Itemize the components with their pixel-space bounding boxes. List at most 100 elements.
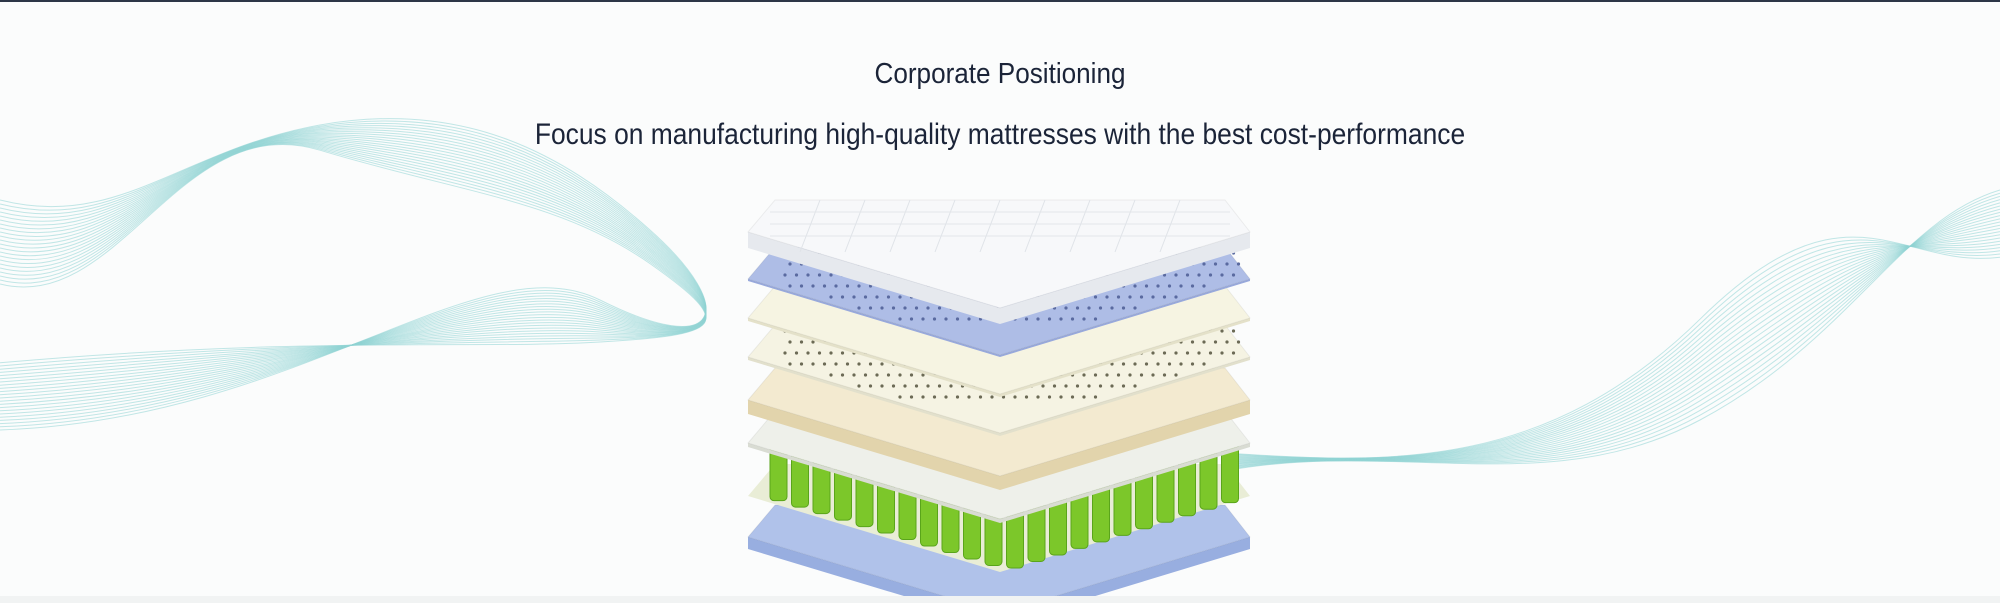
- perforation: [1162, 351, 1167, 355]
- perforation: [1139, 373, 1144, 377]
- perforation: [898, 295, 902, 299]
- perforation: [1047, 395, 1052, 399]
- perforation: [891, 306, 896, 310]
- perforation: [1128, 295, 1132, 299]
- perforation: [868, 384, 873, 388]
- perforation: [822, 284, 827, 288]
- perforation: [898, 317, 902, 321]
- perforation: [1093, 295, 1098, 299]
- perforation: [1208, 351, 1213, 355]
- section-subtitle: Focus on manufacturing high-quality matt…: [534, 118, 1466, 151]
- perforation: [1070, 317, 1075, 321]
- perforation: [829, 351, 833, 355]
- perforation: [868, 306, 873, 310]
- perforation: [1156, 284, 1160, 288]
- perforation: [1024, 395, 1029, 399]
- perforation: [822, 362, 827, 366]
- wave-line-left: [0, 143, 707, 367]
- perforation: [955, 395, 960, 399]
- perforation: [921, 395, 925, 399]
- perforation: [1236, 340, 1241, 344]
- perforation: [1059, 395, 1063, 399]
- perforation: [1151, 373, 1155, 377]
- perforation: [898, 373, 902, 377]
- perforation: [1105, 373, 1109, 377]
- perforation: [1231, 273, 1236, 277]
- perforation: [817, 351, 822, 355]
- perforation: [840, 351, 845, 355]
- perforation: [955, 317, 960, 321]
- perforation: [799, 362, 804, 366]
- perforation: [852, 295, 856, 299]
- bottom-border: [0, 596, 2000, 603]
- perforation: [1093, 395, 1098, 399]
- perforation: [944, 395, 948, 399]
- blue-base-layer-side: [748, 537, 1250, 603]
- perforation: [829, 373, 833, 377]
- perforation: [1121, 384, 1126, 388]
- perforation: [1036, 395, 1040, 399]
- perforation: [1059, 317, 1063, 321]
- perforation: [863, 373, 868, 377]
- perforation: [1174, 373, 1178, 377]
- perforation: [1047, 317, 1052, 321]
- perforation: [880, 384, 884, 388]
- perforation: [1133, 362, 1137, 366]
- perforation: [811, 284, 815, 288]
- perforation: [1202, 284, 1206, 288]
- perforation: [829, 295, 833, 299]
- perforation: [1013, 395, 1017, 399]
- perforation: [1185, 351, 1190, 355]
- perforation: [1151, 351, 1155, 355]
- perforation: [949, 384, 953, 388]
- perforation: [914, 306, 919, 310]
- perforation: [1082, 395, 1086, 399]
- wave-line-left: [0, 144, 707, 364]
- perforation: [1179, 284, 1183, 288]
- perforation: [1110, 384, 1114, 388]
- perforation: [886, 295, 891, 299]
- quilt-seam: [934, 199, 956, 253]
- perforation: [1116, 295, 1121, 299]
- perforation: [875, 373, 879, 377]
- section-title: Corporate Positioning: [874, 58, 1126, 90]
- perforation: [806, 351, 810, 355]
- perforation: [783, 351, 787, 355]
- perforation: [1070, 395, 1075, 399]
- perforation: [1190, 340, 1195, 344]
- perforation: [1087, 384, 1091, 388]
- wave-line-right: [1229, 236, 2000, 459]
- perforation: [967, 395, 971, 399]
- quilt-seam: [1159, 199, 1181, 253]
- perforation: [840, 373, 845, 377]
- perforation: [857, 362, 861, 366]
- perforation: [1036, 317, 1040, 321]
- quilt-seam: [1069, 199, 1091, 253]
- perforation: [909, 373, 914, 377]
- perforation: [1041, 384, 1045, 388]
- perforation: [806, 273, 810, 277]
- perforation: [1174, 351, 1178, 355]
- perforation: [811, 362, 815, 366]
- perforation: [1167, 362, 1172, 366]
- perforation: [1225, 340, 1229, 344]
- perforation: [1133, 306, 1137, 310]
- wave-line-left: [0, 142, 707, 373]
- perforation: [1151, 295, 1155, 299]
- perforation: [1001, 395, 1006, 399]
- perforation: [1185, 273, 1190, 277]
- perforation: [932, 317, 937, 321]
- perforation: [937, 384, 942, 388]
- perforation: [891, 384, 896, 388]
- perforation: [1197, 351, 1201, 355]
- quilt-seam: [979, 199, 1001, 253]
- perforation: [1093, 317, 1098, 321]
- perforation: [1052, 384, 1057, 388]
- perforation: [1231, 329, 1236, 333]
- perforation: [1236, 262, 1241, 266]
- perforation: [1220, 351, 1224, 355]
- perforation: [783, 273, 787, 277]
- quilted-top-layer-side: [748, 232, 1250, 324]
- perforation: [937, 306, 942, 310]
